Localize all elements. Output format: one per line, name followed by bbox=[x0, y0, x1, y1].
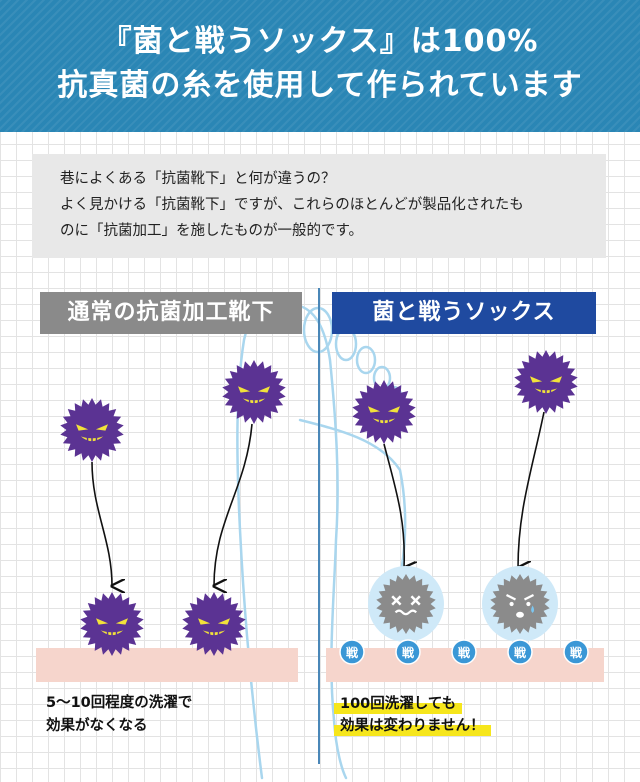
svg-text:戦: 戦 bbox=[346, 645, 359, 660]
panel-divider bbox=[318, 288, 320, 764]
fighter-badge-5: 戦 bbox=[563, 639, 589, 665]
fighter-badge-3: 戦 bbox=[451, 639, 477, 665]
svg-text:戦: 戦 bbox=[514, 645, 527, 660]
intro-box: 巷によくある「抗菌靴下」と何が違うの？ よく見かける「抗菌靴下」ですが、これらの… bbox=[32, 154, 606, 258]
germ-right-top-2 bbox=[514, 350, 578, 414]
left-caption: 5〜10回程度の洗濯で 効果がなくなる bbox=[46, 692, 192, 738]
skin-surface-left bbox=[36, 648, 298, 682]
header-title-line1: 『菌と戦うソックス』は100% bbox=[101, 24, 539, 59]
right-caption-line2: 効果は変わりません！ bbox=[334, 716, 491, 736]
germ-defeated-2 bbox=[482, 566, 558, 642]
svg-text:戦: 戦 bbox=[402, 645, 415, 660]
intro-line1: 巷によくある「抗菌靴下」と何が違うの？ bbox=[60, 171, 336, 187]
germ-left-top bbox=[60, 398, 124, 462]
germ-right-top-1 bbox=[352, 380, 416, 444]
arrow-right-2 bbox=[518, 411, 545, 568]
svg-text:戦: 戦 bbox=[570, 645, 583, 660]
left-caption-line2: 効果がなくなる bbox=[46, 718, 148, 734]
intro-line2: よく見かける「抗菌靴下」ですが、これらのほとんどが製品化されたも bbox=[60, 197, 524, 213]
left-caption-line1: 5〜10回程度の洗濯で bbox=[46, 695, 193, 711]
germ-defeated-1 bbox=[368, 566, 444, 642]
header-title-line2: 抗真菌の糸を使用して作られています bbox=[57, 68, 583, 103]
right-caption: 100回洗濯しても 効果は変わりません！ bbox=[334, 694, 491, 738]
right-panel-title: 菌と戦うソックス bbox=[332, 292, 596, 334]
fighter-badge-1: 戦 bbox=[339, 639, 365, 665]
germ-right-top-left-panel bbox=[222, 360, 286, 424]
right-caption-line1: 100回洗濯しても bbox=[334, 694, 463, 714]
left-panel-title: 通常の抗菌加工靴下 bbox=[40, 292, 302, 334]
fighter-badge-2: 戦 bbox=[395, 639, 421, 665]
arrow-right-1 bbox=[383, 443, 404, 568]
intro-line3: のに「抗菌加工」を施したものが一般的です。 bbox=[60, 223, 364, 239]
germ-left-bottom-1 bbox=[80, 592, 144, 656]
arrow-left-2 bbox=[214, 423, 253, 586]
arrow-left-1 bbox=[91, 461, 112, 586]
page-header: 『菌と戦うソックス』は100% 抗真菌の糸を使用して作られています bbox=[0, 0, 640, 132]
fighter-badge-4: 戦 bbox=[507, 639, 533, 665]
svg-text:戦: 戦 bbox=[458, 645, 471, 660]
germ-left-bottom-2 bbox=[182, 592, 246, 656]
